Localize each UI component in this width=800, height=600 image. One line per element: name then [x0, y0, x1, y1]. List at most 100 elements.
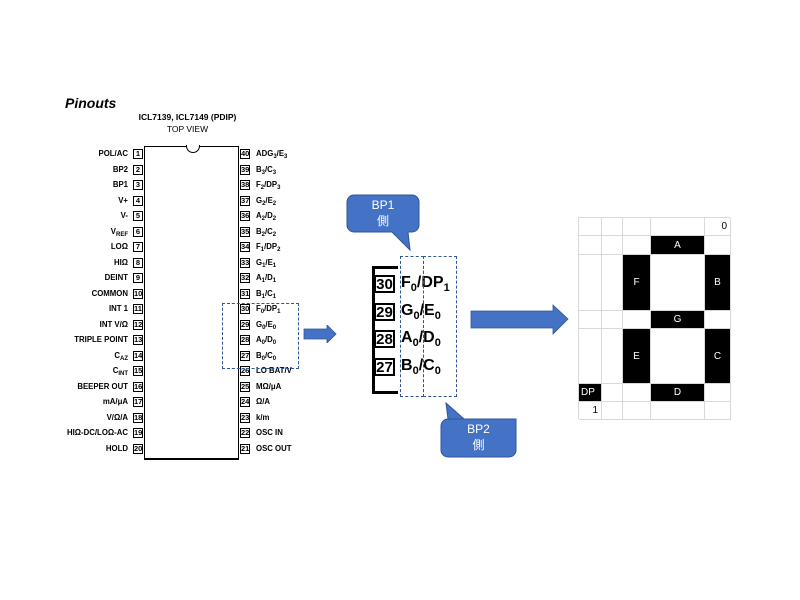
bp2-callout: BP2 側: [441, 421, 516, 453]
pin-number: 26: [240, 366, 250, 376]
pin-number: 10: [133, 288, 143, 299]
pin-label: MΩ/μA: [256, 381, 282, 391]
grid-cell: [705, 311, 731, 329]
grid-cell: [579, 218, 602, 236]
pin-number: 8: [133, 257, 143, 268]
chip-subtitle: ICL7139, ICL7149 (PDIP): [138, 112, 237, 122]
pin-number: 17: [133, 397, 143, 407]
highlight-box-pins-27-30: [222, 303, 299, 369]
pin-number: 1: [133, 149, 143, 159]
pin-number: 15: [133, 366, 143, 376]
pin-number: 18: [133, 412, 143, 423]
zoom-pin-number: 30: [374, 275, 395, 293]
pin-number: 30: [240, 304, 250, 314]
pin-number: 25: [240, 381, 250, 392]
pin-number: 40: [240, 149, 250, 159]
pin-number: 16: [133, 381, 143, 392]
pin-number: 12: [133, 319, 143, 330]
large-arrow-icon: [470, 304, 569, 335]
grid-cell: [579, 255, 602, 311]
bp1-callout-shape: [346, 194, 420, 252]
grid-cell: [579, 329, 602, 384]
segment-e: E: [623, 329, 651, 384]
grid-cell: [579, 236, 602, 255]
bp2-callout-line1: BP2: [467, 422, 490, 436]
pin-label: k/m: [256, 412, 270, 422]
pin-number: 21: [240, 443, 250, 454]
pin-label: VREF: [110, 226, 128, 238]
pin-number: 13: [133, 335, 143, 345]
pin-label: BEEPER OUT: [77, 381, 128, 391]
pin-label: BP1: [112, 180, 128, 189]
grid-cell: [623, 311, 651, 329]
grid-cell: [602, 384, 623, 402]
pin-number: 5: [133, 211, 143, 221]
pin-label: F2/DP3: [256, 180, 281, 191]
grid-cell: [651, 329, 705, 384]
segment-c: C: [705, 329, 731, 384]
pin-number: 36: [240, 211, 250, 221]
bp1-callout: BP1 側: [347, 197, 419, 229]
pin-number: 37: [240, 195, 250, 206]
pin-number: 14: [133, 350, 143, 361]
pin-label: DEINT: [104, 273, 128, 282]
pin-number: 4: [133, 195, 143, 206]
pin-label: V+: [118, 195, 128, 205]
view-label: TOP VIEW: [166, 124, 209, 134]
pin-label: Ω/A: [256, 397, 271, 406]
pin-label: ADG3/E3: [256, 149, 288, 160]
bp1-side-box: [400, 256, 424, 397]
pin-number: 19: [133, 428, 143, 438]
grid-cell: [705, 384, 731, 402]
pin-label: CINT: [112, 366, 128, 377]
pin-label: G1/E1: [256, 257, 277, 269]
pin-number: 28: [240, 335, 250, 345]
segment-a: A: [651, 236, 705, 255]
pin-number: 11: [133, 304, 143, 314]
pin-label: F1/DP2: [256, 242, 281, 253]
pin-label: A1/D1: [256, 273, 277, 284]
pin-label: HIΩ: [113, 257, 128, 267]
grid-cell: [602, 255, 623, 311]
pin-number: 20: [133, 443, 143, 454]
pin-label: B3/C3: [256, 164, 277, 176]
grid-cell: [705, 402, 731, 420]
grid-cell: [623, 218, 651, 236]
bp1-callout-line1: BP1: [371, 198, 395, 212]
pin-label: HIΩ-DC/LOΩ-AC: [66, 428, 128, 437]
segment-b: B: [705, 255, 731, 311]
segment-d: D: [651, 384, 705, 402]
pin-number: 24: [240, 397, 250, 407]
zoom-pin-number: 28: [374, 330, 395, 348]
grid-cell: [705, 236, 731, 255]
zoom-pin-number: 29: [374, 302, 395, 321]
pin-label: INT V/Ω: [99, 319, 128, 329]
pin-number: 9: [133, 273, 143, 283]
grid-cell: 0: [705, 218, 731, 236]
pin-label: TRIPLE POINT: [74, 335, 128, 344]
pin-number: 29: [240, 319, 250, 330]
pin-label: F0/DP1: [256, 304, 281, 315]
grid-cell: [579, 311, 602, 329]
segment-f: F: [623, 255, 651, 311]
pin-label: HOLD: [105, 443, 128, 453]
pin-label: V/Ω/A: [106, 412, 128, 422]
grid-cell: 1: [579, 402, 602, 420]
pin-number: 22: [240, 428, 250, 438]
grid-cell: [651, 218, 705, 236]
pin-number: 31: [240, 288, 250, 299]
pin-label: OSC OUT: [256, 443, 292, 453]
pin-label: BP2: [112, 164, 128, 174]
pin-label: B1/C1: [256, 288, 277, 300]
pin-number: 39: [240, 164, 250, 175]
grid-cell: [602, 218, 623, 236]
bp2-callout-shape: [440, 402, 517, 458]
pin-label: POL/AC: [98, 149, 128, 158]
pin-label: INT 1: [108, 304, 128, 313]
grid-cell: [602, 402, 623, 420]
zoom-pin-number: 27: [374, 357, 395, 376]
pin-label: OSC IN: [256, 428, 283, 437]
segment-dp: DP: [579, 384, 602, 402]
pin-label: V-: [120, 211, 128, 220]
grid-cell: [651, 402, 705, 420]
